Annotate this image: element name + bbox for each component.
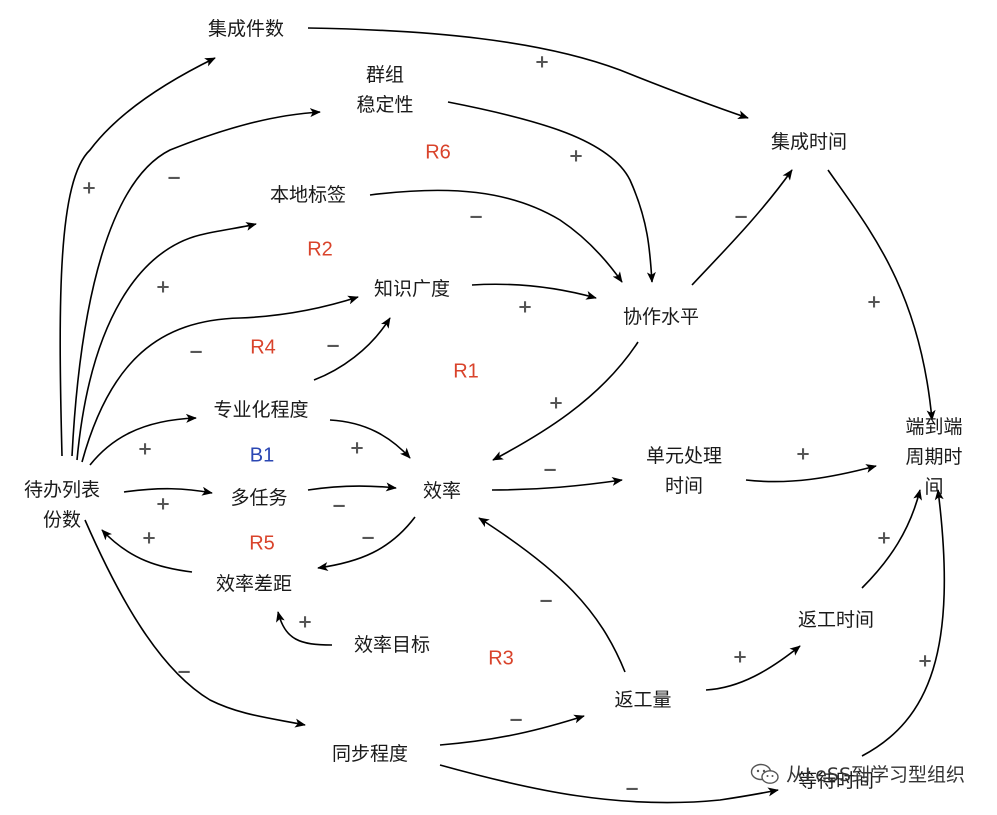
link-efficiency-efficiency_gap xyxy=(317,516,416,572)
loop-r3: R3 xyxy=(488,647,514,670)
link-sync_level-rework_amount xyxy=(439,714,585,746)
polarity-efficiency_target-efficiency_gap: + xyxy=(297,611,313,633)
polarity-collaboration-integration_time: − xyxy=(733,206,749,228)
node-wait-time: 等待时间 xyxy=(797,770,875,792)
link-rework_amount-efficiency xyxy=(478,517,626,673)
polarity-integration_time-end_to_end_time: + xyxy=(866,291,882,313)
polarity-backlog-group_stability: − xyxy=(166,167,182,189)
polarity-group_stability-collaboration: + xyxy=(568,145,584,167)
loop-b1: B1 xyxy=(249,444,275,467)
node-unit-processing-time: 单元处理 时间 xyxy=(645,445,723,497)
polarity-collaboration-efficiency: + xyxy=(548,392,564,414)
link-rework_amount-rework_time xyxy=(705,645,801,691)
node-knowledge-breadth: 知识广度 xyxy=(373,278,451,300)
node-efficiency: 效率 xyxy=(422,480,462,502)
node-group-stability: 群组 稳定性 xyxy=(356,64,414,116)
link-efficiency_target-efficiency_gap xyxy=(276,611,333,646)
link-efficiency_gap-backlog xyxy=(101,529,193,573)
link-backlog-sync_level xyxy=(84,519,306,728)
polarity-backlog-sync_level: − xyxy=(176,661,192,683)
polarity-backlog-local_labels: + xyxy=(155,276,171,298)
node-efficiency-target: 效率目标 xyxy=(353,634,431,656)
polarity-sync_level-rework_amount: − xyxy=(508,709,524,731)
polarity-efficiency-efficiency_gap: − xyxy=(360,527,376,549)
node-rework-time: 返工时间 xyxy=(797,609,875,631)
link-backlog-specialization xyxy=(89,413,197,466)
polarity-rework_time-end_to_end_time: + xyxy=(876,527,892,549)
link-backlog-group_stability xyxy=(71,108,321,457)
link-integration_time-end_to_end_time xyxy=(827,169,936,421)
watermark-text: 从LeSS到学习型组织 xyxy=(785,764,965,786)
polarity-specialization-efficiency: + xyxy=(349,437,365,459)
link-specialization-efficiency xyxy=(329,419,411,459)
link-backlog-knowledge_breadth xyxy=(81,295,359,463)
link-backlog-integration_count xyxy=(59,57,216,457)
node-backlog-label: 待办列表 份数 xyxy=(23,479,101,531)
polarity-multitasking-efficiency: − xyxy=(331,495,347,517)
polarity-unit_processing_time-end_to_end_time: + xyxy=(795,443,811,465)
polarity-wait_time-end_to_end_time: + xyxy=(917,650,933,672)
polarity-efficiency-unit_processing_time: − xyxy=(542,459,558,481)
node-backlog: 待办列表 份数 xyxy=(24,475,100,535)
polarity-backlog-multitasking: + xyxy=(155,493,171,515)
loop-r4: R4 xyxy=(250,336,276,359)
link-integration_count-integration_time xyxy=(307,27,749,120)
polarity-local_labels-collaboration: − xyxy=(468,206,484,228)
polarity-sync_level-wait_time: − xyxy=(624,778,640,800)
link-backlog-local_labels xyxy=(76,222,257,461)
loop-r5: R5 xyxy=(249,532,275,555)
wechat-icon xyxy=(750,763,779,784)
polarity-integration_count-integration_time: + xyxy=(534,51,550,73)
node-multitasking: 多任务 xyxy=(230,487,288,509)
node-integration-time: 集成时间 xyxy=(770,131,848,153)
link-collaboration-efficiency xyxy=(492,341,639,461)
node-end-to-end-time: 端到端 周期时间 xyxy=(905,416,963,498)
link-backlog-multitasking xyxy=(123,486,213,496)
node-local-labels: 本地标签 xyxy=(269,184,347,206)
loop-r2: R2 xyxy=(307,238,333,261)
link-efficiency-unit_processing_time xyxy=(491,476,623,491)
link-group_stability-collaboration xyxy=(447,101,656,283)
link-wait_time-end_to_end_time xyxy=(861,489,946,757)
node-rework-amount: 返工量 xyxy=(614,689,672,711)
polarity-backlog-integration_count: + xyxy=(81,177,97,199)
polarity-specialization-knowledge_breadth: − xyxy=(325,335,341,357)
link-rework_time-end_to_end_time xyxy=(861,489,922,589)
polarity-knowledge_breadth-collaboration: + xyxy=(517,296,533,318)
node-sync-level: 同步程度 xyxy=(331,743,409,765)
node-efficiency-gap: 效率差距 xyxy=(215,573,293,595)
polarity-backlog-knowledge_breadth: − xyxy=(188,341,204,363)
polarity-efficiency_gap-backlog: + xyxy=(141,527,157,549)
node-specialization: 专业化程度 xyxy=(213,399,309,421)
link-specialization-knowledge_breadth xyxy=(313,317,391,381)
loop-r6: R6 xyxy=(425,141,451,164)
polarity-rework_amount-efficiency: − xyxy=(538,590,554,612)
polarity-rework_amount-rework_time: + xyxy=(732,646,748,668)
node-collaboration: 协作水平 xyxy=(622,306,700,328)
link-local_labels-collaboration xyxy=(369,189,623,283)
polarity-backlog-specialization: + xyxy=(137,438,153,460)
node-integration-count: 集成件数 xyxy=(207,18,285,40)
loop-r1: R1 xyxy=(453,360,479,383)
link-sync_level-wait_time xyxy=(439,764,779,804)
link-multitasking-efficiency xyxy=(307,482,397,492)
link-unit_processing_time-end_to_end_time xyxy=(745,464,877,483)
link-collaboration-integration_time xyxy=(691,169,793,286)
watermark: 从LeSS到学习型组织 xyxy=(750,760,965,787)
link-knowledge_breadth-collaboration xyxy=(471,283,597,300)
